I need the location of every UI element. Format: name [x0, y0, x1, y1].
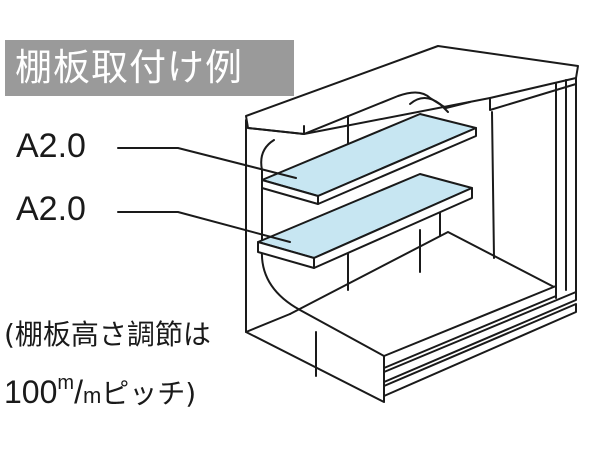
note-pitch-number: 100	[4, 374, 58, 410]
floor-back-edge	[289, 231, 557, 315]
note-pitch-text: ピッチ)	[101, 377, 197, 410]
note-unit-top: m	[57, 372, 75, 394]
lower-shelf-side	[313, 187, 473, 269]
note-line-1: (棚板高さ調節は	[4, 318, 211, 351]
note-slash: /	[74, 374, 83, 410]
floor-front-rail-2	[383, 291, 577, 383]
floor-front-rail-3	[383, 303, 577, 397]
shelf-label-lower: A2.0	[16, 190, 86, 228]
title-badge: 棚板取付け例	[5, 40, 294, 96]
roof-right-edge	[489, 77, 577, 111]
note-line-2: 100m/mピッチ)	[4, 373, 196, 408]
note-unit-bottom: m	[82, 383, 102, 408]
leader-line-upper	[117, 147, 297, 179]
shelf-label-upper: A2.0	[16, 127, 86, 165]
back-wall-right	[491, 111, 495, 259]
leader-line-lower	[117, 211, 291, 243]
upper-shelf-side	[317, 127, 477, 205]
inner-top-curve-2	[409, 97, 449, 113]
floor-front-rail	[383, 285, 557, 369]
floor-left-front	[245, 313, 291, 333]
